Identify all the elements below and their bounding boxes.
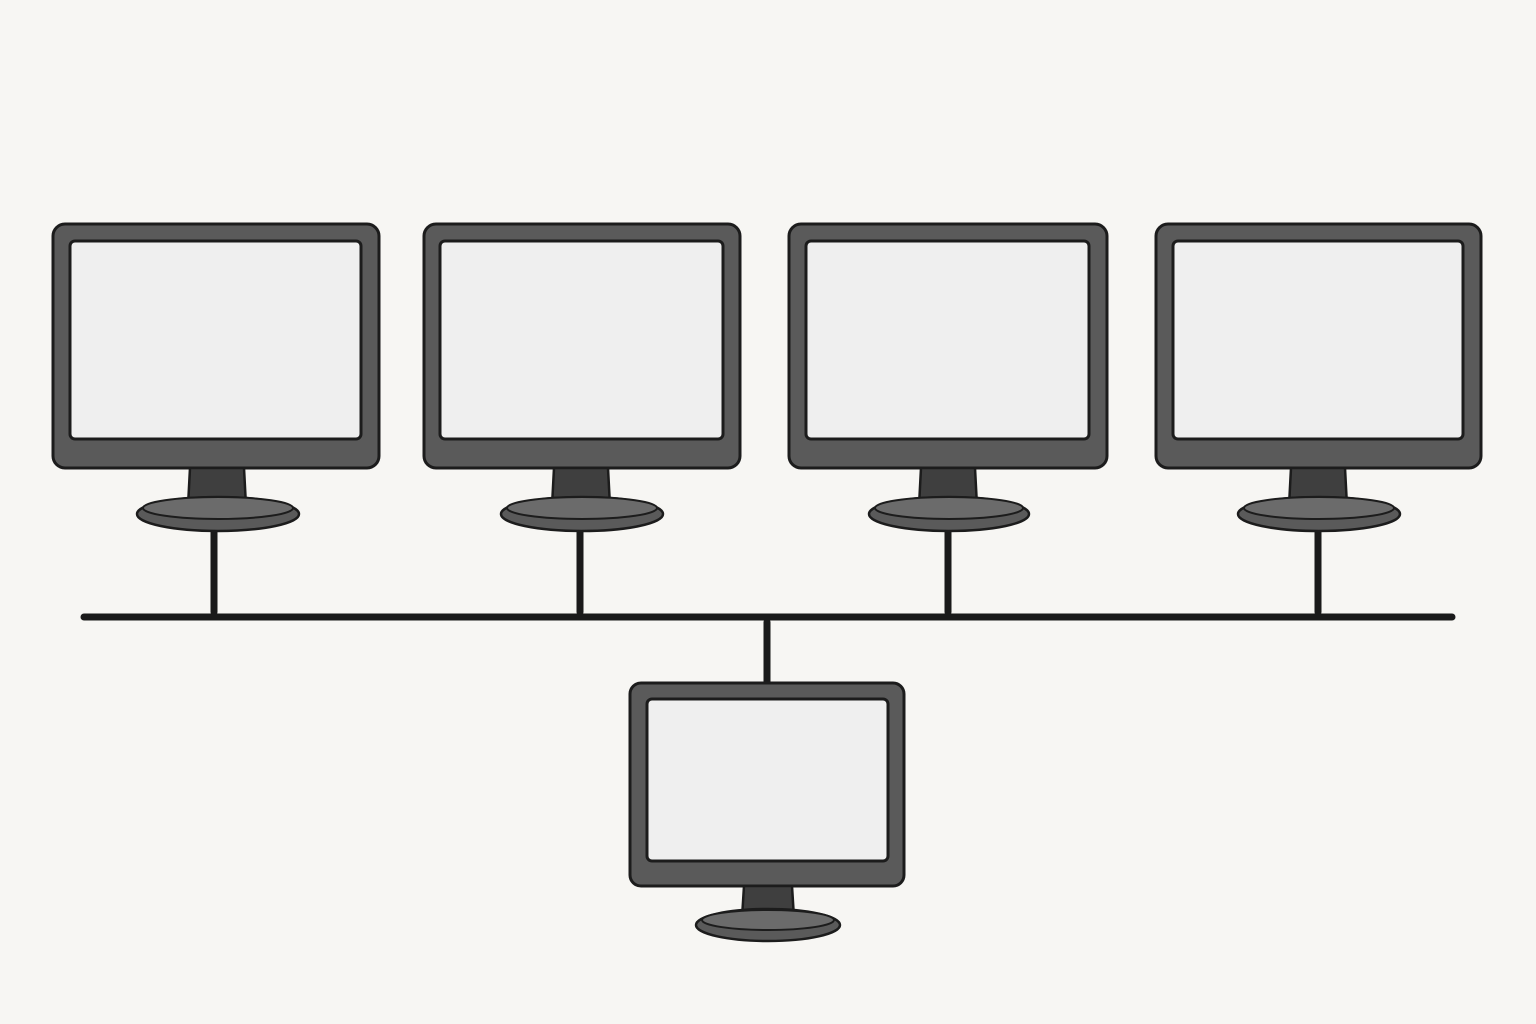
monitor-icon [422,222,742,533]
monitor-icon [1154,222,1483,533]
monitor-icon [787,222,1109,533]
monitor-icon [628,681,906,943]
monitor-icon [51,222,381,533]
